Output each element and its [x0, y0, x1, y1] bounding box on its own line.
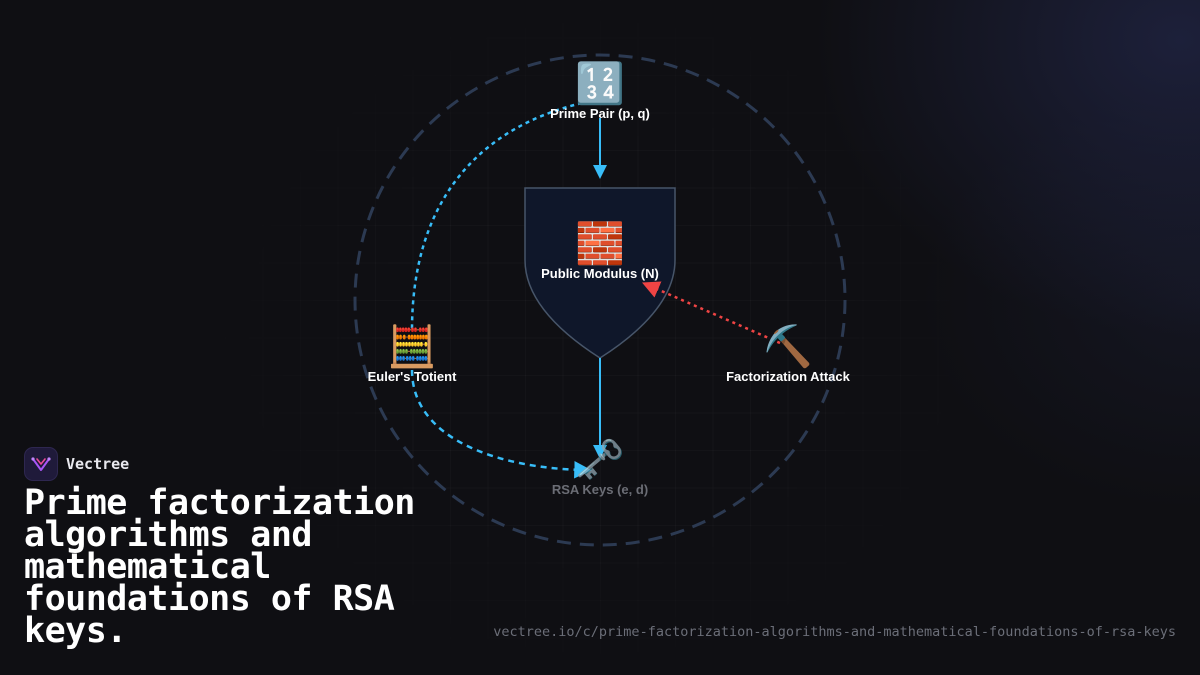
node-factorization-attack[interactable]: ⛏️ Factorization Attack [726, 323, 851, 384]
edge-attack-to-modulus [641, 281, 781, 345]
abacus-icon: 🧮 [387, 323, 437, 369]
node-rsa-keys[interactable]: 🗝️ RSA Keys (e, d) [552, 438, 648, 497]
edge-totient-to-keys [410, 369, 592, 479]
edge-prime-to-totient [410, 101, 583, 331]
vectree-logo-icon [24, 447, 58, 481]
node-eulers-totient[interactable]: 🧮 Euler's Totient [368, 323, 457, 384]
node-label-eulers-totient: Euler's Totient [368, 369, 457, 384]
node-label-prime-pair: Prime Pair (p, q) [550, 106, 650, 121]
node-label-factorization-attack: Factorization Attack [726, 369, 851, 384]
numbers-icon: 🔢 [575, 60, 625, 106]
page-url[interactable]: vectree.io/c/prime-factorization-algorit… [493, 624, 1176, 640]
orbit-ring [353, 53, 847, 547]
node-prime-pair[interactable]: 🔢 Prime Pair (p, q) [550, 60, 650, 121]
page-title: Prime factorization algorithms and mathe… [24, 483, 415, 651]
node-label-rsa-keys: RSA Keys (e, d) [552, 482, 648, 497]
brand-name: Vectree [66, 455, 130, 473]
node-label-public-modulus: Public Modulus (N) [541, 266, 659, 281]
brick-icon: 🧱 [575, 220, 625, 266]
key-icon: 🗝️ [575, 438, 625, 482]
node-public-modulus[interactable]: 🧱 Public Modulus (N) [541, 220, 659, 281]
brand: Vectree [24, 447, 129, 481]
pick-icon: ⛏️ [763, 323, 813, 369]
modulus-shield [524, 187, 676, 359]
